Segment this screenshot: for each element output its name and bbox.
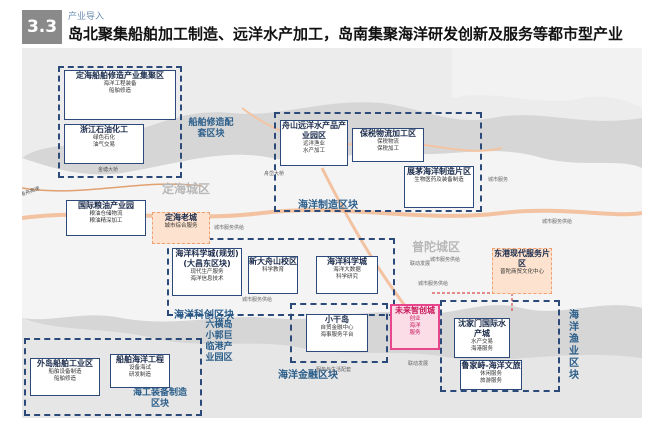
- box-zhejiang-petro: 浙江石油化工 绿色石化 油气交易: [64, 124, 144, 164]
- box-dinghai-ship-sub1: 海洋工程装备: [103, 81, 137, 87]
- zone-marine-sci: [167, 238, 395, 316]
- area-label-dinghai: 定海城区: [162, 182, 211, 196]
- box-lujiazhi-title: 鲁家峙-海洋文旅: [461, 361, 521, 370]
- box-ganlan-title: 国际粮油产业园: [78, 201, 134, 210]
- box-future: 未来智创城 创业 海洋 服务: [390, 304, 440, 350]
- box-zhanmao-sub1: 生物医药及装备制造: [414, 177, 464, 183]
- box-dinghai-ship-title: 定海船舶修造产业集聚区: [76, 71, 164, 80]
- box-dinghai-ship: 定海船舶修造产业集聚区 海洋工程装备 船舶修造: [64, 70, 176, 120]
- box-marine-sci: 海洋科学城 海洋大数据 科学研究: [316, 256, 378, 294]
- box-zhejiang-petro-title: 浙江石油化工: [80, 125, 128, 134]
- tag-service-4: 城市服务供给: [418, 281, 449, 287]
- box-xiaoganyu: 小干岛 自贸金融中心 海事服务平台: [306, 314, 368, 352]
- box-ganlan-sub1: 粮油仓储物流: [89, 211, 123, 217]
- box-xiaoganyu-sub2: 海事服务平台: [320, 332, 354, 338]
- box-zhejiang-petro-sub1: 绿色石化: [92, 135, 115, 141]
- road-label-2: 金塘大桥: [98, 167, 119, 173]
- box-dinghai-ship-sub2: 船舶修造: [108, 88, 131, 94]
- box-marine-sci-plan-title: 海洋科学城(规划)(大昌东区块): [175, 249, 239, 268]
- box-future-title: 未来智创城: [395, 306, 435, 315]
- zone-ship-repair-label: 船舶修造配套区块: [188, 118, 234, 139]
- box-zhoushan-fish: 舟山远洋水产品产业园区 远洋渔业 水产加工: [280, 120, 348, 166]
- zone-liuheng-label: 六横岛小郭巨临港产业园区: [205, 320, 233, 363]
- box-ganlan: 国际粮油产业园 粮油仓储物流 粮油精深加工: [66, 200, 146, 236]
- box-zhanmao: 展茅海洋制造片区 生物医药及装备制造: [404, 166, 474, 208]
- box-zhejiang-petro-sub2: 油气交易: [92, 142, 115, 148]
- zone-marine-finance: [290, 303, 388, 363]
- zone-equip-label: 海工装备制造区块: [132, 388, 187, 409]
- box-waidiao-sub2: 船舶修造: [53, 376, 76, 382]
- box-marine-sci-sub2: 科学研究: [335, 274, 358, 280]
- box-shenjiamen-sub1: 水产交易: [470, 339, 493, 345]
- box-xinda-title: 新大舟山校区: [249, 257, 297, 266]
- tag-service-7: 城市服务: [488, 177, 509, 183]
- box-future-sub3: 服务: [409, 330, 421, 336]
- box-ship-eng-sub1: 设备海试: [128, 365, 151, 371]
- box-bonded: 保税物流加工区 保税物流 保税加工: [352, 128, 424, 162]
- box-future-sub1: 创业: [409, 316, 421, 322]
- box-marine-sci-sub1: 海洋大数据: [333, 267, 361, 273]
- box-shenjiamen: 沈家门国际水产城 水产交易 海港服务: [454, 318, 510, 358]
- box-dinghai-old-sub1: 城市综合服务: [164, 223, 198, 229]
- industry-map: 定海城区 普陀城区 甬舟高速 金塘大桥 舟岱大桥 船舶修造配套区块 海洋制造区块…: [22, 48, 642, 418]
- box-xiaoganyu-sub1: 自贸金融中心: [320, 325, 354, 331]
- box-xinda-sub1: 科学教育: [261, 267, 284, 273]
- tag-service-3: 城市服务供给: [430, 257, 461, 263]
- box-ganlan-sub2: 粮油精深加工: [89, 218, 123, 224]
- zone-marine-mfg-label: 海洋制造区块: [298, 200, 358, 211]
- box-dongjiang-sub1: 普陀商贸文化中心: [499, 269, 544, 275]
- tag-service-1: 城市服务供给: [214, 225, 245, 231]
- zone-ship-repair: [58, 66, 182, 178]
- box-bonded-title: 保税物流加工区: [360, 129, 416, 138]
- tag-service-5: 服务与生活配套: [316, 367, 352, 373]
- box-shenjiamen-title: 沈家门国际水产城: [458, 319, 506, 338]
- box-ship-eng: 船舶海洋工程 设备海试 研发制造: [110, 354, 170, 388]
- zone-marine-mfg: [274, 112, 482, 212]
- box-dinghai-old-title: 定海老城: [165, 213, 197, 222]
- zone-equip: [24, 338, 202, 416]
- tag-linkage-2: 联动发展: [410, 261, 431, 267]
- section-kicker: 产业导入: [68, 12, 105, 22]
- box-marine-sci-title: 海洋科学城: [327, 257, 367, 266]
- box-lujiazhi-sub1: 休闲服务: [479, 371, 502, 377]
- zone-marine-fish-label: 海洋渔业区块: [569, 310, 579, 381]
- box-marine-sci-plan-sub2: 海洋信息技术: [190, 276, 224, 282]
- slide-header: 3.3 产业导入 岛北聚集船舶加工制造、远洋水产加工，岛南集聚海洋研发创新及服务…: [0, 0, 650, 48]
- tag-service-2: 城市服务供给: [242, 297, 273, 303]
- box-ship-eng-sub2: 研发制造: [128, 372, 151, 378]
- box-marine-sci-plan-sub1: 现代生产服务: [190, 269, 224, 275]
- box-zhoushan-fish-title: 舟山远洋水产品产业园区: [282, 121, 346, 140]
- zone-marine-finance-label: 海洋金融区块: [278, 370, 338, 381]
- area-label-putuo: 普陀城区: [412, 240, 461, 254]
- box-waidiao-sub1: 船舶设备制造: [48, 369, 82, 375]
- box-zhanmao-title: 展茅海洋制造片区: [407, 167, 471, 176]
- zone-marine-fish: [440, 300, 560, 392]
- box-dinghai-old: 定海老城 城市综合服务: [152, 212, 210, 244]
- section-number: 3.3: [22, 10, 62, 44]
- box-ship-eng-title: 船舶海洋工程: [116, 355, 164, 364]
- box-zhoushan-fish-sub1: 远洋渔业: [302, 141, 325, 147]
- box-bonded-sub1: 保税物流: [376, 139, 399, 145]
- tag-linkage-1: 联动发展: [408, 361, 429, 367]
- box-waidiao-title: 外岛船舶工业区: [37, 359, 93, 368]
- box-xinda: 新大舟山校区 科学教育: [248, 256, 298, 294]
- box-shenjiamen-sub2: 海港服务: [470, 346, 493, 352]
- tag-service-6: 城市服务供给: [542, 219, 573, 225]
- box-dongjiang: 东港现代服务片区 普陀商贸文化中心: [492, 248, 552, 294]
- box-dongjiang-title: 东港现代服务片区: [494, 249, 550, 268]
- zone-marine-sci-label: 海洋科创区块: [174, 310, 234, 321]
- box-lujiazhi: 鲁家峙-海洋文旅 休闲服务 旅游服务: [460, 360, 522, 390]
- box-lujiazhi-sub2: 旅游服务: [479, 378, 502, 384]
- box-marine-sci-plan: 海洋科学城(规划)(大昌东区块) 现代生产服务 海洋信息技术: [172, 248, 242, 296]
- page-title: 岛北聚集船舶加工制造、远洋水产加工，岛南集聚海洋研发创新及服务等都市型产业: [68, 25, 624, 43]
- box-xiaoganyu-title: 小干岛: [325, 315, 349, 324]
- box-bonded-sub2: 保税加工: [376, 146, 399, 152]
- box-zhoushan-fish-sub2: 水产加工: [302, 148, 325, 154]
- box-waidiao: 外岛船舶工业区 船舶设备制造 船舶修造: [30, 358, 100, 396]
- box-future-sub2: 海洋: [409, 323, 421, 329]
